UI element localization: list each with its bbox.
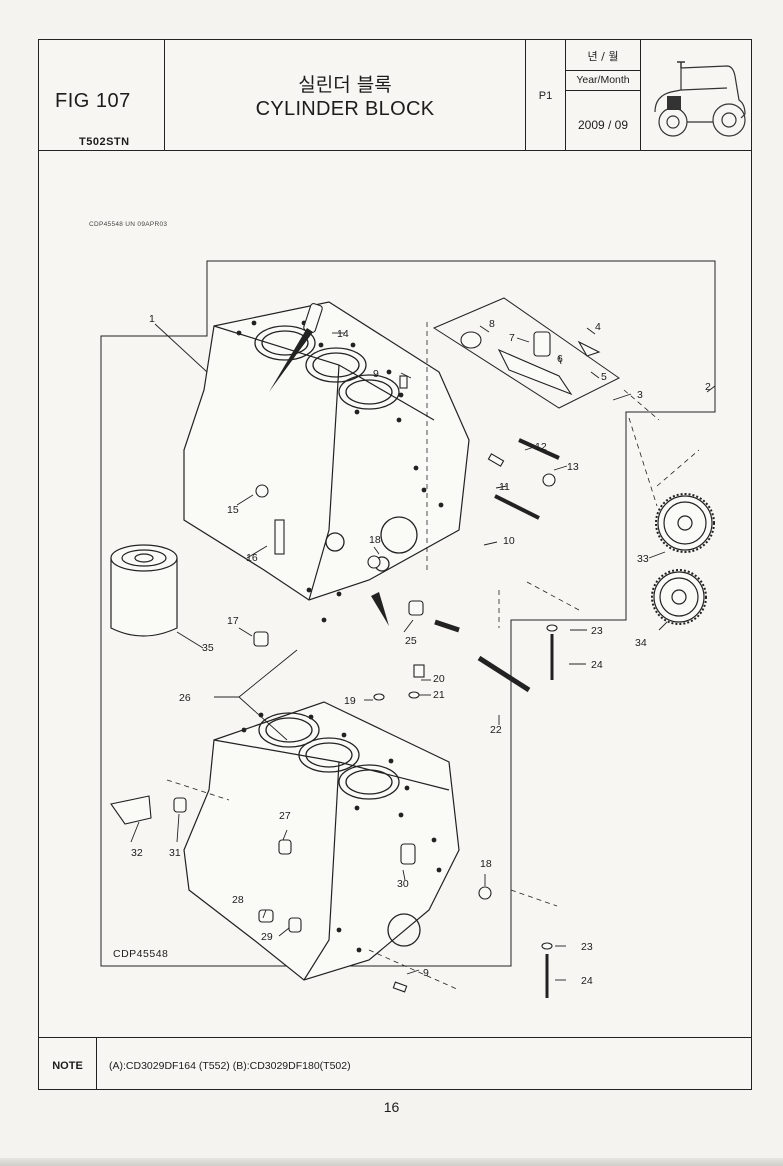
date-value: 2009 / 09 xyxy=(577,118,629,132)
tractor-icon xyxy=(654,61,746,137)
callout-14: 14 xyxy=(337,328,349,340)
callout-33: 33 xyxy=(637,553,649,565)
oil-filter xyxy=(110,544,178,637)
callout-20: 20 xyxy=(433,673,445,685)
callout-11: 11 xyxy=(499,481,510,493)
callout-27: 27 xyxy=(279,810,291,822)
note-text: (A):CD3029DF164 (T552) (B):CD3029DF180(T… xyxy=(109,1060,351,1072)
callout-30: 30 xyxy=(397,878,409,890)
page-cell: P1 xyxy=(526,40,566,150)
callout-26: 26 xyxy=(179,692,191,704)
title-english: CYLINDER BLOCK xyxy=(255,98,435,120)
date-label-english: Year/Month xyxy=(576,74,630,86)
callout-7: 7 xyxy=(509,332,515,344)
callout-29: 29 xyxy=(261,931,273,943)
drawing-code-large: CDP45548 xyxy=(113,948,169,960)
callout-13: 13 xyxy=(567,461,579,473)
exploded-diagram: 1 2 3 4 5 6 7 8 9 10 11 12 13 14 15 16 1… xyxy=(100,260,716,998)
callout-2: 2 xyxy=(705,381,711,393)
callout-28: 28 xyxy=(232,894,244,906)
callout-21: 21 xyxy=(433,689,445,701)
callout-24: 24 xyxy=(591,659,603,671)
callout-9b: 9 xyxy=(423,967,429,979)
callout-22: 22 xyxy=(490,724,502,736)
callout-25: 25 xyxy=(405,635,417,647)
fig-cell: FIG 107 T502STN xyxy=(39,40,165,150)
page-frame: FIG 107 T502STN 실린더 블록 CYLINDER BLOCK P1… xyxy=(38,39,752,1090)
date-label-korean: 년 / 월 xyxy=(587,50,619,63)
upper-block xyxy=(183,301,470,601)
callout-9: 9 xyxy=(373,368,379,380)
callout-18: 18 xyxy=(369,534,381,546)
callout-23: 23 xyxy=(591,625,603,637)
callout-8: 8 xyxy=(489,318,495,330)
callout-15: 15 xyxy=(227,504,239,516)
callout-1: 1 xyxy=(149,313,155,325)
callout-18b: 18 xyxy=(480,858,492,870)
note-label: NOTE xyxy=(39,1038,97,1090)
callout-10: 10 xyxy=(503,535,515,547)
title-cell: 실린더 블록 CYLINDER BLOCK xyxy=(165,40,526,150)
callout-24b: 24 xyxy=(581,975,593,987)
header-table: FIG 107 T502STN 실린더 블록 CYLINDER BLOCK P1… xyxy=(39,40,751,151)
drawing-code-small: CDP45548 UN 09APR03 xyxy=(89,221,168,228)
callout-19: 19 xyxy=(344,695,356,707)
thumbnail-cell xyxy=(641,40,753,150)
callout-5: 5 xyxy=(601,371,607,383)
fig-number: FIG 107 xyxy=(55,90,131,112)
scan-edge xyxy=(0,1158,783,1166)
callout-23b: 23 xyxy=(581,941,593,953)
title-korean: 실린더 블록 xyxy=(298,74,392,96)
callout-35: 35 xyxy=(202,642,214,654)
callout-17: 17 xyxy=(227,615,239,627)
callout-6: 6 xyxy=(557,353,563,365)
callout-12: 12 xyxy=(535,441,547,453)
timing-gears xyxy=(653,495,713,623)
page-number: 16 xyxy=(383,1099,400,1115)
page-label: P1 xyxy=(538,90,553,102)
callout-16: 16 xyxy=(246,552,258,564)
callout-32: 32 xyxy=(131,847,143,859)
note-row: NOTE (A):CD3029DF164 (T552) (B):CD3029DF… xyxy=(39,1037,751,1092)
date-label-row: Year/Month xyxy=(566,70,640,91)
callout-34: 34 xyxy=(635,637,647,649)
date-cell: 년 / 월 Year/Month 2009 / 09 xyxy=(566,40,641,150)
model-code: T502STN xyxy=(79,136,130,148)
callout-31: 31 xyxy=(169,847,181,859)
callout-3: 3 xyxy=(637,389,643,401)
callout-4: 4 xyxy=(595,321,601,333)
lower-block xyxy=(183,701,460,981)
